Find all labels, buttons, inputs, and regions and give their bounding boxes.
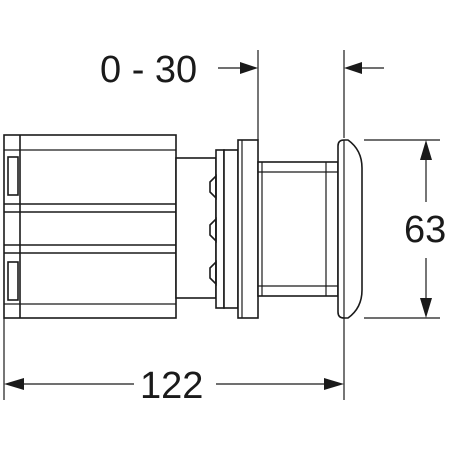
sleeve — [257, 161, 339, 297]
dimension-label-height: 63 — [404, 209, 446, 251]
arrow-right-icon — [324, 378, 344, 390]
arrow-left-icon — [4, 378, 24, 390]
dimension-label-overall: 122 — [140, 365, 203, 407]
arrow-right-icon — [240, 62, 258, 74]
dimension-height: 63 — [404, 140, 446, 318]
push-button-cap — [337, 139, 363, 319]
actuator-housing — [3, 134, 217, 319]
arrow-up-icon — [420, 140, 432, 160]
dimension-label-adjustment: 0 - 30 — [100, 49, 197, 91]
arrow-left-icon — [344, 62, 362, 74]
dimension-overall: 122 — [4, 365, 344, 407]
mounting-flange — [223, 139, 259, 319]
arrow-down-icon — [420, 298, 432, 318]
dimension-adjustment: 0 - 30 — [100, 49, 384, 91]
extension-lines — [3, 50, 440, 400]
